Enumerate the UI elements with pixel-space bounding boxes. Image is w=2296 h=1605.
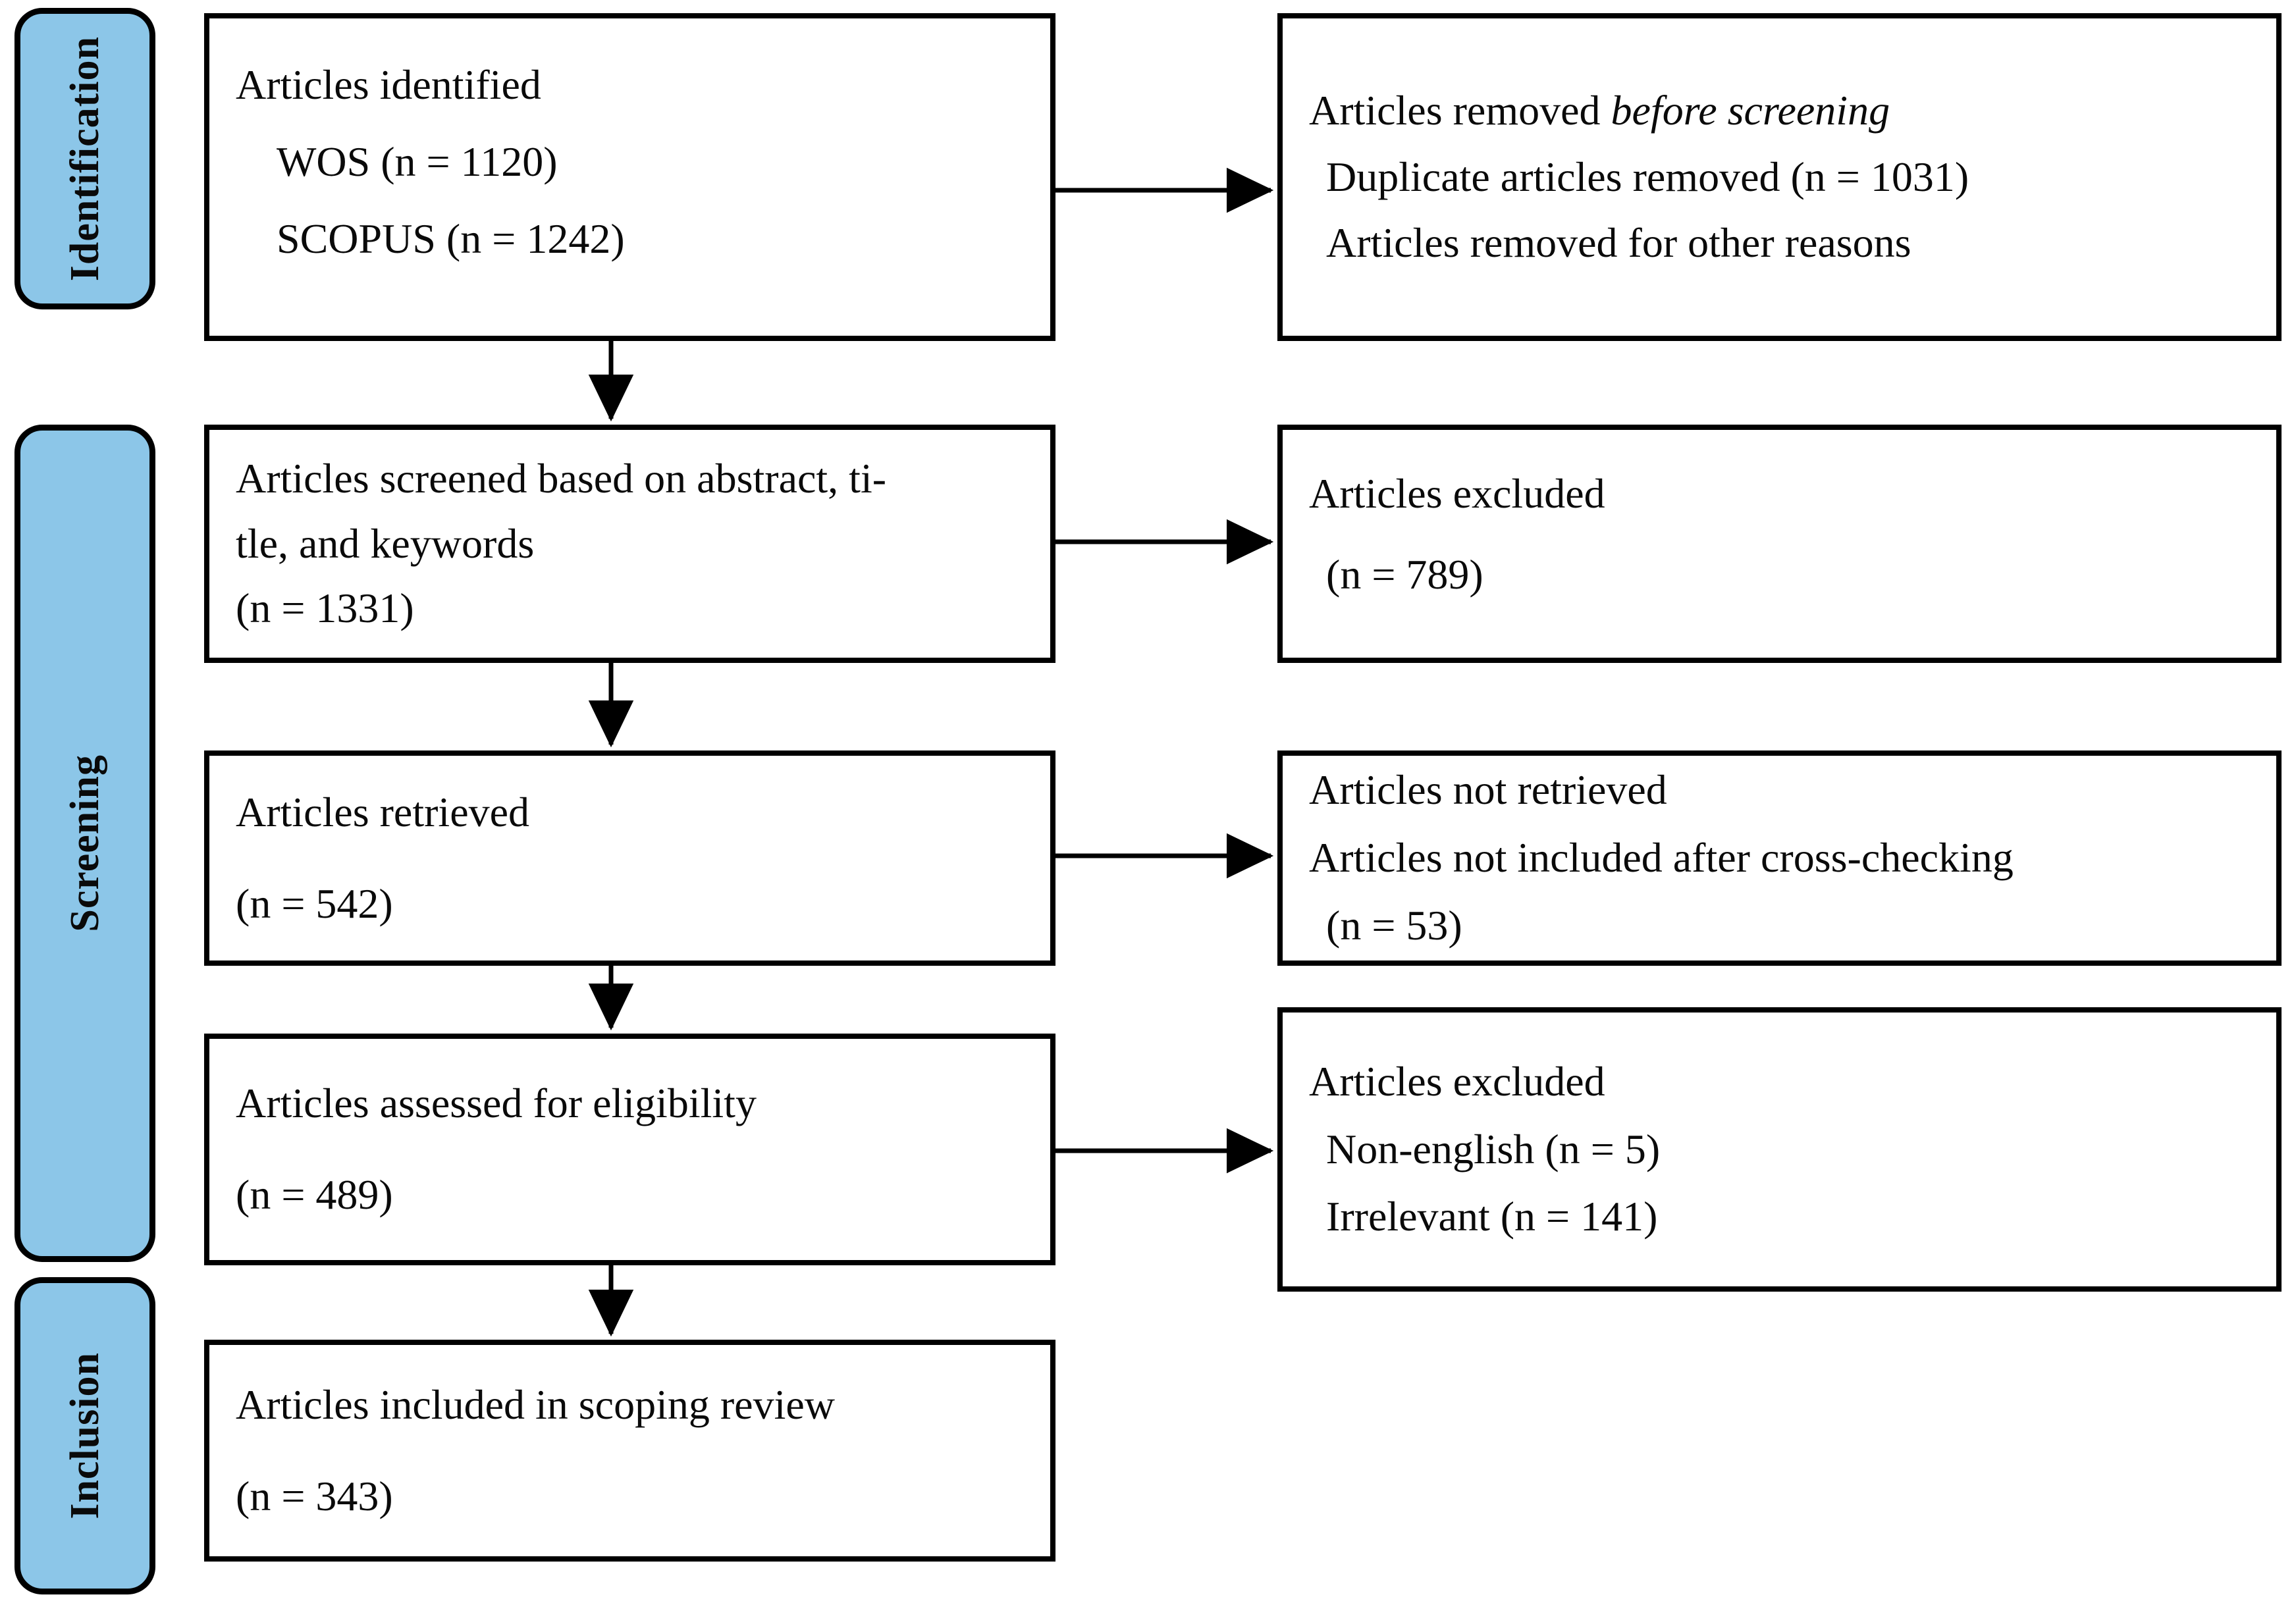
articles-retrieved-heading: Articles retrieved (236, 788, 529, 835)
articles-assessed-heading: Articles assessed for eligibility (236, 1080, 757, 1127)
stage-bar-identification: Identification (14, 8, 155, 309)
articles-removed-heading: Articles removed before screening (1309, 81, 2250, 141)
articles-screened-line-2: tle, and keywords (236, 519, 535, 567)
articles-screened-count: (n = 1331) (236, 585, 414, 632)
box-articles-removed-before-screening: Articles removed before screening Duplic… (1277, 13, 2282, 341)
articles-identified-scopus: SCOPUS (n = 1242) (277, 215, 625, 262)
box-articles-not-retrieved: Articles not retrieved Articles not incl… (1277, 750, 2282, 966)
articles-excluded-screening-count: (n = 789) (1326, 550, 1483, 598)
box-articles-assessed: Articles assessed for eligibility (n = 4… (204, 1034, 1055, 1265)
articles-not-retrieved-count: (n = 53) (1326, 901, 1462, 949)
box-articles-included: Articles included in scoping review (n =… (204, 1340, 1055, 1562)
articles-not-retrieved-line-1: Articles not retrieved (1309, 766, 1667, 814)
articles-screened-line-1: Articles screened based on abstract, ti- (236, 454, 887, 502)
articles-removed-heading-italic: before screening (1611, 86, 1890, 134)
articles-excluded-eligibility-heading: Articles excluded (1309, 1057, 1605, 1105)
box-articles-excluded-screening: Articles excluded (n = 789) (1277, 425, 2282, 663)
articles-retrieved-count: (n = 542) (236, 880, 393, 927)
articles-identified-heading: Articles identified (236, 61, 541, 108)
articles-identified-wos: WOS (n = 1120) (277, 138, 558, 185)
articles-excluded-eligibility-non-english: Non-english (n = 5) (1326, 1125, 1661, 1172)
articles-assessed-count: (n = 489) (236, 1171, 393, 1218)
articles-excluded-screening-heading: Articles excluded (1309, 470, 1605, 517)
box-articles-excluded-eligibility: Articles excluded Non-english (n = 5) Ir… (1277, 1007, 2282, 1292)
stage-bar-screening: Screening (14, 425, 155, 1262)
box-articles-retrieved: Articles retrieved (n = 542) (204, 750, 1055, 966)
stage-bar-inclusion: Inclusion (14, 1277, 155, 1594)
box-articles-identified: Articles identified WOS (n = 1120) SCOPU… (204, 13, 1055, 341)
box-articles-screened: Articles screened based on abstract, ti-… (204, 425, 1055, 663)
articles-removed-other-reasons: Articles removed for other reasons (1326, 219, 1911, 267)
articles-included-count: (n = 343) (236, 1472, 393, 1519)
articles-removed-heading-lead: Articles removed (1309, 86, 1611, 134)
articles-included-heading: Articles included in scoping review (236, 1381, 835, 1428)
articles-excluded-eligibility-irrelevant: Irrelevant (n = 141) (1326, 1193, 1658, 1240)
articles-removed-duplicates: Duplicate articles removed (n = 1031) (1326, 153, 1969, 200)
articles-not-retrieved-line-2: Articles not included after cross-checki… (1309, 834, 2014, 881)
